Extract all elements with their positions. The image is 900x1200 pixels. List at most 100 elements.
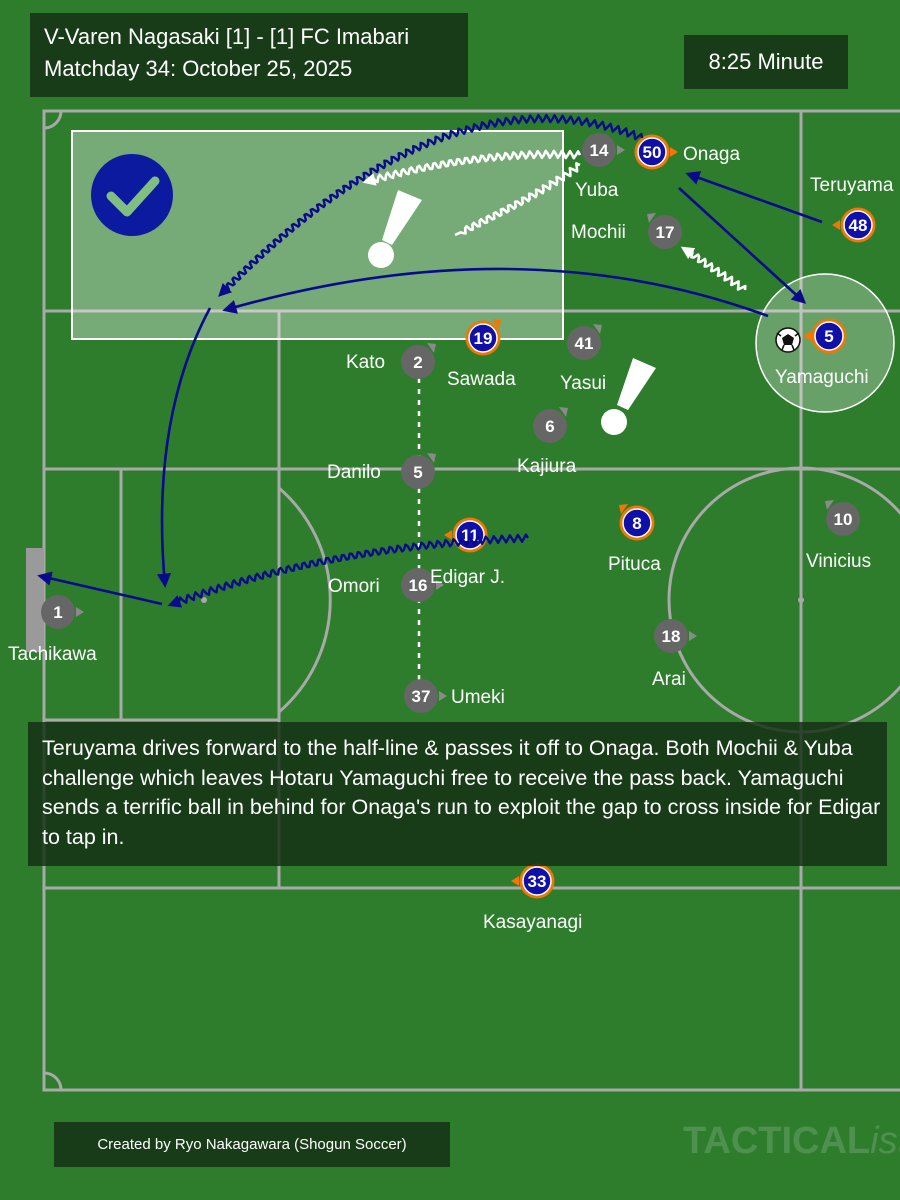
- player-name: Teruyama: [810, 175, 894, 196]
- player-number: 14: [590, 141, 609, 160]
- cross-to-goal: [37, 571, 163, 606]
- player-vinicius: 10: [825, 500, 860, 536]
- player-disc: [401, 345, 435, 379]
- player-number: 48: [849, 216, 868, 235]
- player-name: Yuba: [575, 180, 619, 201]
- player-number: 11: [461, 526, 479, 545]
- player-yuba: 14: [582, 133, 625, 167]
- caption-text: Teruyama drives forward to the half-line…: [42, 736, 881, 849]
- run-onaga-inside: [156, 307, 212, 588]
- player-kajiura: 6: [533, 407, 568, 443]
- player-number: 8: [632, 514, 641, 533]
- press-yuba-wave-b: [454, 162, 581, 237]
- facing-indicator: [803, 331, 811, 341]
- player-disc: [533, 409, 567, 443]
- player-name: Mochii: [571, 222, 626, 243]
- penalty-spot: [201, 597, 207, 603]
- player-kasayanagi: 33: [511, 863, 555, 899]
- facing-indicator: [593, 324, 602, 334]
- facing-indicator: [689, 631, 697, 641]
- player-onaga: 50: [634, 134, 678, 170]
- player-name: Arai: [652, 669, 686, 690]
- player-omori: 16: [401, 568, 444, 602]
- player-number: 37: [412, 687, 431, 706]
- player-danilo: 5: [401, 453, 436, 489]
- matchday-subtitle: Matchday 34: October 25, 2025: [44, 56, 353, 81]
- player-disc: [814, 321, 844, 351]
- player-name: Tachikawa: [8, 644, 97, 665]
- player-name: Danilo: [327, 462, 381, 483]
- player-disc: [41, 595, 75, 629]
- player-name: Umeki: [451, 687, 505, 708]
- center-spot: [798, 597, 804, 603]
- player-disc: [654, 619, 688, 653]
- player-tachikawa: 1: [41, 595, 84, 629]
- player-number: 16: [409, 576, 428, 595]
- player-sawada: 19: [465, 319, 501, 356]
- player-name: Kato: [346, 352, 385, 373]
- checkmark-icon: [91, 154, 173, 236]
- player-pituca: 8: [619, 504, 655, 541]
- credit-line: Created by Ryo Nakagawara (Shogun Soccer…: [54, 1122, 450, 1167]
- facing-indicator: [76, 607, 84, 617]
- player-disc: [622, 508, 652, 538]
- player-number: 10: [834, 510, 853, 529]
- exclamation-icon: [368, 190, 422, 268]
- caption-panel: Teruyama drives forward to the half-line…: [28, 722, 887, 866]
- player-number: 19: [474, 329, 493, 348]
- facing-indicator: [559, 407, 568, 417]
- facing-indicator: [492, 319, 501, 329]
- player-disc: [522, 866, 552, 896]
- facing-indicator: [619, 504, 628, 514]
- press-yuba-wave-a: [362, 149, 582, 186]
- center-circle: [667, 466, 900, 734]
- player-number: 5: [413, 463, 422, 482]
- player-umeki: 37: [404, 679, 447, 713]
- pass-arrows: [37, 171, 823, 606]
- player-name: Kasayanagi: [483, 912, 582, 933]
- goal: [26, 548, 44, 652]
- player-number: 17: [656, 223, 675, 242]
- player-number: 2: [413, 353, 422, 372]
- player-number: 6: [545, 417, 554, 436]
- player-disc: [567, 326, 601, 360]
- player-name: Omori: [328, 576, 380, 597]
- player-disc: [826, 502, 860, 536]
- penalty-arc: [278, 486, 332, 714]
- pass-yamaguchi-through-ball: [222, 267, 769, 318]
- player-number: 18: [662, 627, 681, 646]
- player-name: Vinicius: [806, 551, 871, 572]
- facing-indicator: [436, 580, 444, 590]
- minute-badge: 8:25 Minute: [684, 35, 848, 89]
- player-name: Kajiura: [517, 456, 577, 477]
- player-disc: [843, 210, 873, 240]
- player-name: Yasui: [560, 373, 606, 394]
- facing-indicator: [617, 145, 625, 155]
- facing-indicator: [439, 691, 447, 701]
- dribble-onaga-run: [218, 113, 644, 297]
- player-number: 5: [824, 327, 833, 346]
- player-disc: [637, 137, 667, 167]
- facing-indicator: [444, 530, 452, 540]
- player-name: Onaga: [683, 144, 740, 165]
- player-name: Sawada: [447, 369, 516, 390]
- player-arai: 18: [654, 619, 697, 653]
- player-kato: 2: [401, 343, 436, 379]
- player-number: 41: [575, 334, 594, 353]
- player-yasui: 41: [567, 324, 602, 360]
- player-name: Yamaguchi: [775, 367, 869, 388]
- corner-arc-top: [43, 110, 63, 130]
- press-mochii-wave: [680, 246, 747, 291]
- player-disc: [401, 568, 435, 602]
- title-banner: V-Varen Nagasaki [1] - [1] FC Imabari Ma…: [30, 13, 468, 97]
- facing-indicator: [832, 220, 840, 230]
- exclamation-icon: [601, 358, 656, 435]
- player-yamaguchi: 5: [803, 318, 847, 354]
- player-number: 1: [53, 603, 62, 622]
- player-mochii: 17: [647, 213, 682, 249]
- facing-indicator: [825, 500, 834, 510]
- match-title: V-Varen Nagasaki [1] - [1] FC Imabari: [44, 24, 410, 49]
- run-onaga-to-yamaguchi: [678, 187, 807, 304]
- facing-indicator: [511, 876, 519, 886]
